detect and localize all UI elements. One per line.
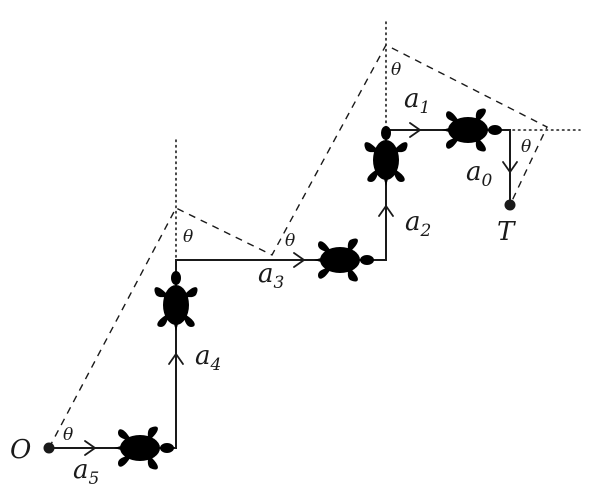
turtle-icon: [442, 108, 502, 152]
origin-label: O: [10, 435, 31, 465]
arrow-a0: [502, 161, 518, 173]
arrow-a3: [293, 252, 305, 268]
arrow-a1: [409, 122, 421, 138]
arrow-a4: [168, 353, 184, 365]
theta-label: θ: [391, 60, 401, 80]
target-point: [504, 199, 516, 211]
segment-label-a3: a3: [258, 259, 284, 293]
segment-label-a4: a4: [195, 341, 221, 375]
arrow-a5: [84, 440, 96, 456]
turtle-icon: [314, 238, 374, 282]
arrow-a2: [378, 205, 394, 217]
segment-label-a2: a2: [405, 207, 431, 241]
segment-label-a0: a0: [466, 157, 493, 191]
segment-label-a5: a5: [73, 455, 99, 489]
turtle-icon: [364, 126, 408, 186]
theta-label: θ: [63, 425, 73, 445]
origin-point: [43, 442, 55, 454]
turtle-icon: [114, 426, 174, 470]
dashed-construction-line: [48, 44, 548, 449]
theta-label: θ: [521, 137, 531, 157]
segment-label-a1: a1: [404, 84, 430, 118]
theta-label: θ: [285, 231, 295, 251]
target-label: T: [497, 217, 516, 247]
turtle-icon: [154, 271, 198, 331]
theta-label: θ: [183, 227, 193, 247]
turtle-path: [48, 129, 511, 449]
